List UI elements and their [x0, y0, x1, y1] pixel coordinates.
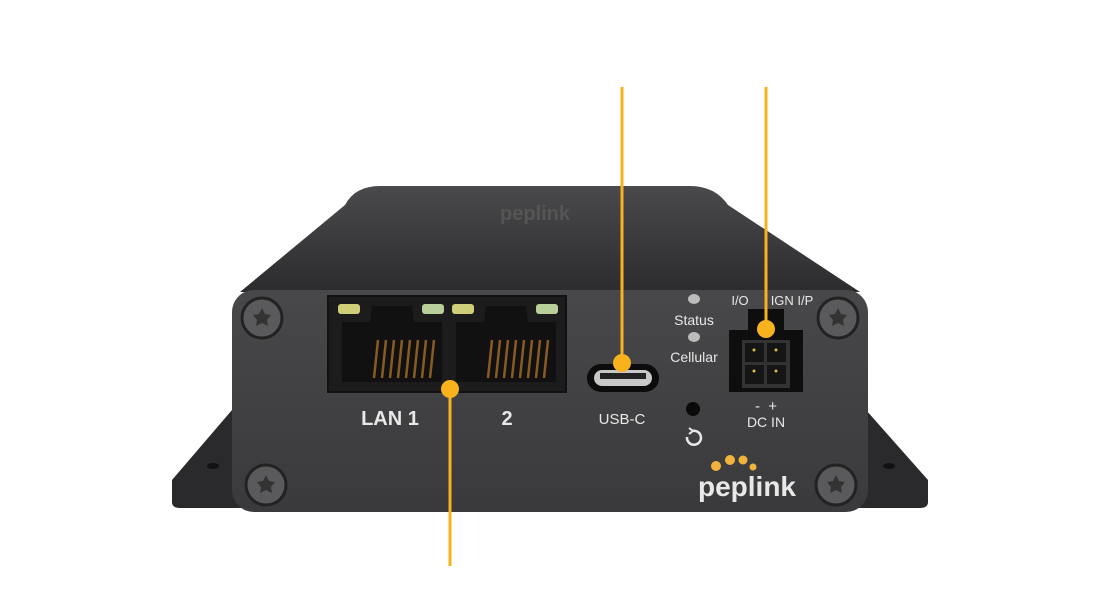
cellular-label: Cellular	[670, 349, 718, 365]
reset-icon	[685, 427, 703, 446]
lan2-label: 2	[501, 408, 512, 430]
torx-screw-icon	[244, 463, 288, 507]
top-logo: peplink	[500, 203, 571, 225]
dc-in-label: DC IN	[747, 414, 785, 430]
cellular-led	[688, 332, 700, 342]
lan1-label: LAN 1	[361, 408, 419, 430]
callout-dc-in	[757, 87, 775, 338]
flange-hole	[207, 463, 219, 469]
status-label: Status	[674, 312, 714, 328]
lan-port-1	[338, 304, 444, 382]
io-label: I/O	[731, 293, 748, 308]
lan-port-2	[452, 304, 558, 382]
torx-screw-icon	[240, 296, 284, 340]
ign-label: IGN I/P	[771, 293, 814, 308]
torx-screw-icon	[814, 463, 858, 507]
device-top	[240, 186, 860, 292]
flange-hole	[883, 463, 895, 469]
torx-screw-icon	[816, 296, 860, 340]
polarity-label: - +	[755, 398, 777, 415]
peplink-logo: peplink	[698, 471, 796, 502]
usb-c-label: USB-C	[599, 411, 646, 428]
peplink-logo-dots	[711, 455, 757, 471]
callout-usb-c	[613, 87, 631, 372]
reset-button-hole	[686, 402, 700, 416]
status-led	[688, 294, 700, 304]
dc-in-connector	[729, 309, 803, 392]
callout-lan	[441, 380, 459, 566]
